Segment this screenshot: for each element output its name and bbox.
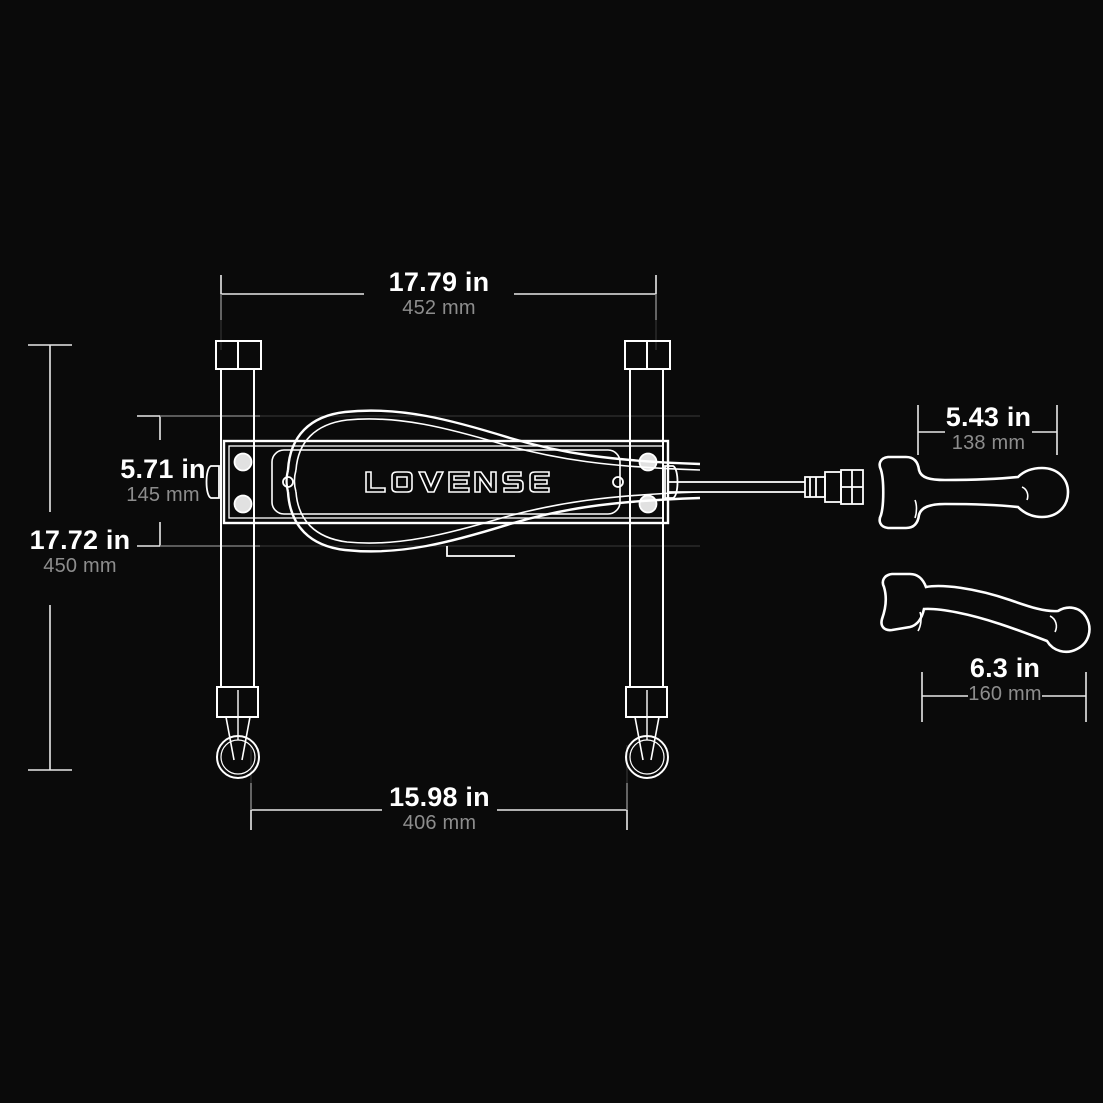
dimension-label-overall-width: 17.79 in 452 mm xyxy=(364,268,514,319)
dimension-attachment-upper xyxy=(917,405,1058,455)
dimension-label-base-width: 15.98 in 406 mm xyxy=(382,783,497,834)
attachment-lower-inches: 6.3 in xyxy=(969,653,1041,683)
overall-width-mm: 452 mm xyxy=(402,297,476,320)
thrust-shaft xyxy=(668,481,805,493)
dimension-attachment-lower xyxy=(921,672,1087,722)
dimension-label-overall-height: 17.72 in 450 mm xyxy=(0,526,160,577)
attachment-upper-mm: 138 mm xyxy=(951,432,1026,455)
body-height-mm: 145 mm xyxy=(126,484,200,507)
attachment-lower-mm: 160 mm xyxy=(968,683,1042,706)
base-width-mm: 406 mm xyxy=(402,812,477,835)
dimension-overall-height xyxy=(28,344,72,771)
overall-height-mm: 450 mm xyxy=(43,555,117,578)
dimension-label-body-height: 5.71 in 145 mm xyxy=(98,455,228,506)
dimension-label-attachment-upper: 5.43 in 138 mm xyxy=(945,403,1032,454)
overall-width-inches: 17.79 in xyxy=(388,267,490,297)
attachment-upper xyxy=(878,455,1070,530)
base-width-inches: 15.98 in xyxy=(389,782,490,812)
quick-connector xyxy=(804,469,864,505)
attachment-lower xyxy=(880,572,1091,654)
attachment-upper-inches: 5.43 in xyxy=(945,402,1032,432)
machine-body xyxy=(205,409,701,557)
right-leg xyxy=(624,340,671,779)
lovense-wordmark xyxy=(365,471,550,493)
projection-lines xyxy=(160,294,700,810)
dimension-label-attachment-lower: 6.3 in 160 mm xyxy=(968,654,1042,705)
overall-height-inches: 17.72 in xyxy=(29,525,131,555)
body-height-inches: 5.71 in xyxy=(120,454,206,484)
left-leg xyxy=(215,340,262,779)
